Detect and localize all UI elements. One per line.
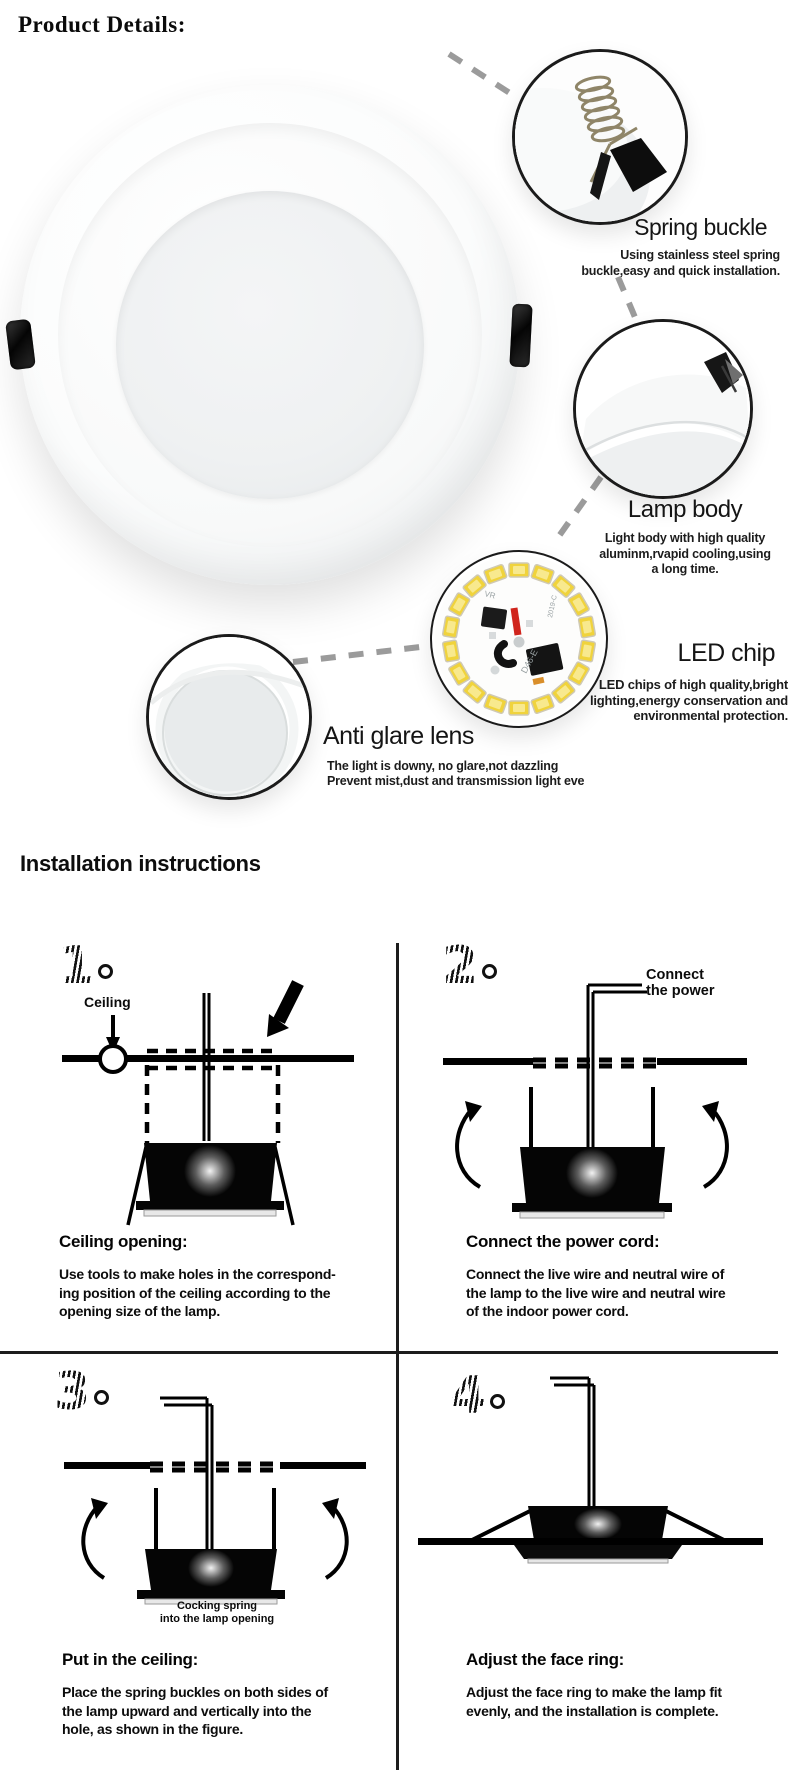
pcb-marking-text: VR <box>484 589 497 600</box>
number-ring-icon <box>94 1390 110 1405</box>
anti-glare-title: Anti glare lens <box>323 722 474 750</box>
cocking-spring-label: Cocking spring into the lamp opening <box>159 1600 275 1625</box>
spring-buckle-title: Spring buckle <box>634 214 767 240</box>
led-chip-title: LED chip <box>677 639 776 667</box>
step2-diagram <box>443 983 747 1219</box>
page-title: Product Details: <box>18 12 186 37</box>
lamp-body-title: Lamp body <box>627 496 743 523</box>
step1-number: 1 <box>58 940 114 992</box>
number-ring-icon <box>98 964 114 979</box>
step4-body: Adjust the face ring to make the lamp fi… <box>466 1684 722 1719</box>
number-ring-icon <box>490 1394 506 1409</box>
product-lens-face <box>116 191 424 499</box>
anti-glare-lens-icon <box>149 637 309 797</box>
anti-glare-desc: The light is downy, no glare,not dazzlin… <box>327 759 585 788</box>
spring-buckle-desc: Using stainless steel spring buckle,easy… <box>581 248 780 278</box>
step1-body: Use tools to make holes in the correspon… <box>59 1266 336 1319</box>
step4-number: 4 <box>450 1370 506 1422</box>
lamp-body-desc: Light body with high quality aluminm,rva… <box>599 531 771 576</box>
spring-buckle-icon <box>515 52 685 222</box>
pcb-marking-text: 2019-C <box>547 594 559 618</box>
grid-divider-horizontal <box>0 1351 778 1354</box>
step2-body: Connect the live wire and neutral wire o… <box>466 1266 726 1319</box>
step1-caption: Ceiling opening: <box>59 1232 188 1251</box>
step3-body: Place the spring buckles on both sides o… <box>62 1684 328 1737</box>
step3-number: 3 <box>54 1366 110 1418</box>
led-chip-board-photo: D46-E VR 2019-C <box>430 550 608 728</box>
step2-caption: Connect the power cord: <box>466 1232 660 1251</box>
grid-divider-vertical <box>396 943 399 1770</box>
step4-diagram <box>418 1376 763 1564</box>
led-pcb-icon: D46-E VR 2019-C <box>435 555 603 723</box>
number-ring-icon <box>482 964 498 979</box>
step3-diagram <box>64 1396 366 1605</box>
lamp-body-icon <box>576 322 750 496</box>
spring-buckle-photo <box>512 49 688 225</box>
step1-diagram <box>62 980 354 1226</box>
lamp-body-photo <box>573 319 753 499</box>
connect-power-label: Connect the power <box>646 967 715 999</box>
step3-caption: Put in the ceiling: <box>62 1650 198 1669</box>
ceiling-label: Ceiling <box>84 994 131 1010</box>
step4-caption: Adjust the face ring: <box>466 1650 625 1669</box>
installation-heading: Installation instructions <box>20 851 261 876</box>
anti-glare-lens-photo <box>146 634 312 800</box>
led-chip-desc: LED chips of high quality,bright lightin… <box>589 677 788 723</box>
step2-number: 2 <box>442 940 498 992</box>
right-mounting-clip <box>509 303 533 368</box>
